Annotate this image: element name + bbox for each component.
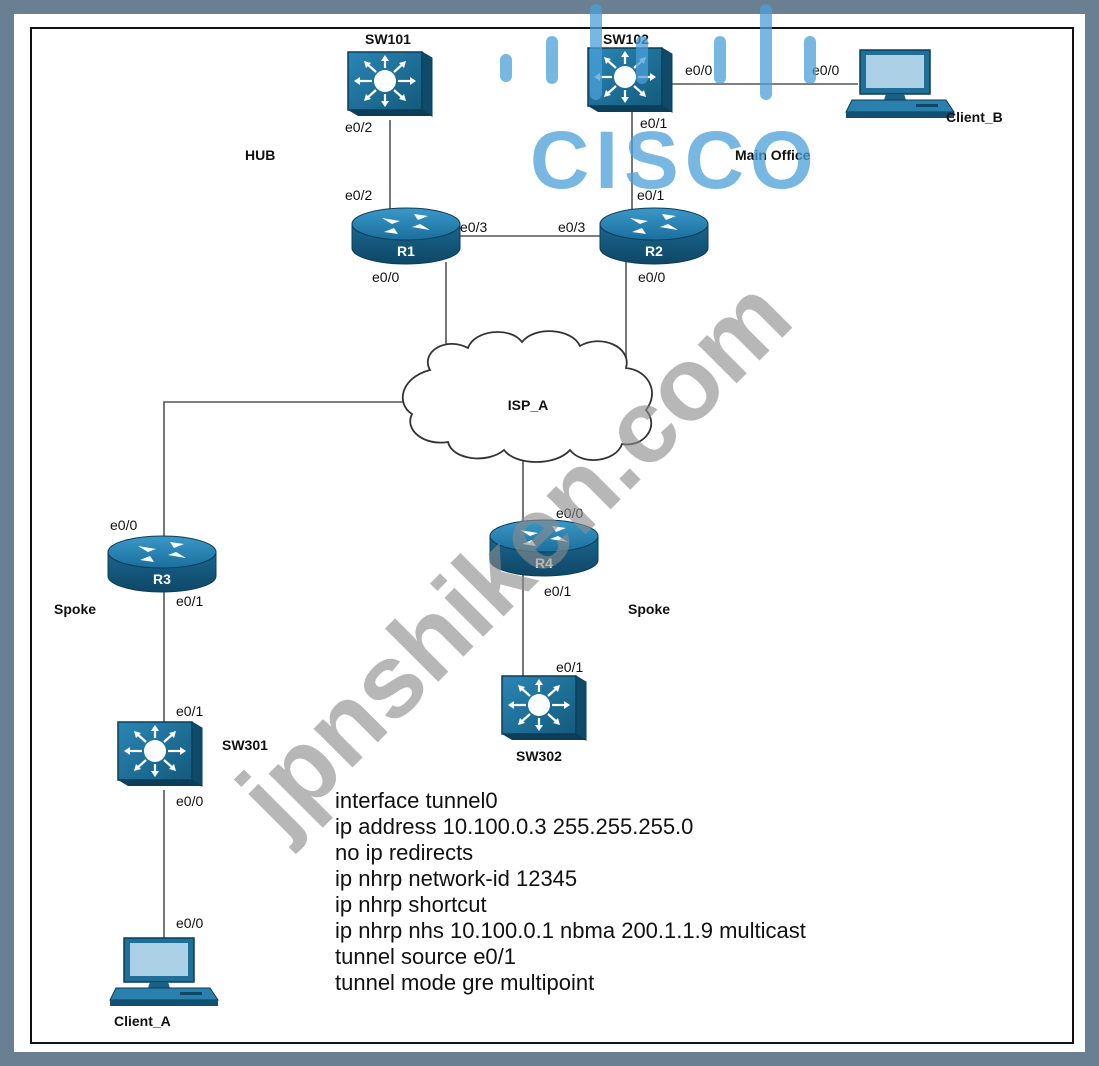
config-line: ip nhrp shortcut bbox=[335, 892, 487, 917]
if-r1-right: e0/3 bbox=[460, 219, 487, 235]
tunnel-config: interface tunnel0 ip address 10.100.0.3 … bbox=[335, 788, 806, 995]
isp-label: ISP_A bbox=[508, 397, 548, 413]
sw301-icon[interactable] bbox=[116, 720, 204, 788]
config-line: tunnel mode gre multipoint bbox=[335, 970, 594, 995]
config-line: ip address 10.100.0.3 255.255.255.0 bbox=[335, 814, 693, 839]
if-r1-down: e0/0 bbox=[372, 269, 399, 285]
config-line: no ip redirects bbox=[335, 840, 473, 865]
if-sw102-down: e0/1 bbox=[640, 115, 667, 131]
sw101-label: SW101 bbox=[365, 31, 411, 47]
spoke-left-label: Spoke bbox=[54, 601, 96, 617]
client-b-label: Client_B bbox=[946, 109, 1003, 125]
sw302-label: SW302 bbox=[516, 748, 562, 764]
config-line: interface tunnel0 bbox=[335, 788, 498, 813]
r1-label: R1 bbox=[397, 243, 415, 259]
if-r4-up: e0/0 bbox=[556, 505, 583, 521]
link-isp-r3 bbox=[163, 401, 405, 540]
config-line: tunnel source e0/1 bbox=[335, 944, 516, 969]
sw301-label: SW301 bbox=[222, 737, 268, 753]
if-r2-up: e0/1 bbox=[637, 187, 664, 203]
spoke-right-label: Spoke bbox=[628, 601, 670, 617]
links bbox=[163, 83, 858, 940]
r2-label: R2 bbox=[645, 243, 663, 259]
r4-label: R4 bbox=[535, 555, 553, 571]
sw101-icon[interactable] bbox=[346, 50, 434, 118]
cisco-logo-watermark: CISCO bbox=[500, 4, 820, 206]
sw302-icon[interactable] bbox=[500, 674, 588, 742]
if-r2-down: e0/0 bbox=[638, 269, 665, 285]
if-sw301-up: e0/1 bbox=[176, 703, 203, 719]
hub-label: HUB bbox=[245, 147, 275, 163]
isp-cloud: ISP_A bbox=[401, 330, 653, 463]
if-sw101-down: e0/2 bbox=[345, 119, 372, 135]
if-r2-left: e0/3 bbox=[558, 219, 585, 235]
if-r3-up: e0/0 bbox=[110, 517, 137, 533]
if-sw302-up: e0/1 bbox=[556, 659, 583, 675]
config-line: ip nhrp network-id 12345 bbox=[335, 866, 577, 891]
if-r4-down: e0/1 bbox=[544, 583, 571, 599]
config-line: ip nhrp nhs 10.100.0.1 nbma 200.1.1.9 mu… bbox=[335, 918, 806, 943]
r3-label: R3 bbox=[153, 571, 171, 587]
if-sw301-down: e0/0 bbox=[176, 793, 203, 809]
client-a-icon[interactable] bbox=[109, 937, 219, 1007]
if-clientb-left: e0/0 bbox=[812, 62, 839, 78]
client-b-icon[interactable] bbox=[845, 49, 955, 119]
if-r1-up: e0/2 bbox=[345, 187, 372, 203]
if-clienta-up: e0/0 bbox=[176, 915, 203, 931]
main-office-label: Main Office bbox=[735, 147, 811, 163]
cisco-wordmark: CISCO bbox=[530, 115, 820, 206]
if-r3-down: e0/1 bbox=[176, 593, 203, 609]
client-a-label: Client_A bbox=[114, 1013, 171, 1029]
if-sw102-right: e0/0 bbox=[685, 62, 712, 78]
